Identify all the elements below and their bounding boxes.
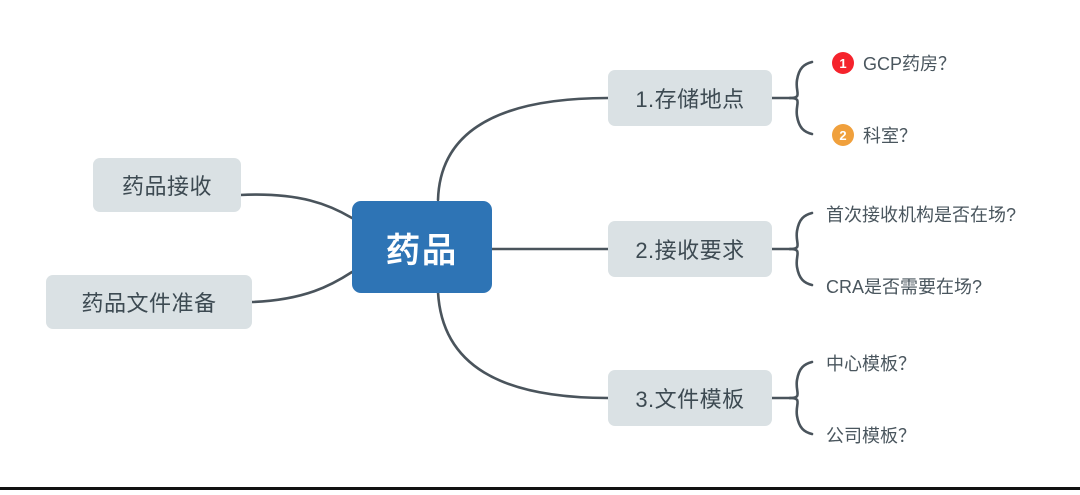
center-node-label: 药品	[386, 231, 458, 270]
leaf-label: 公司模板？	[826, 426, 916, 446]
leaf-label: 中心模板？	[826, 354, 916, 374]
bracket-up-2	[788, 211, 814, 251]
leaf-label: GCP药房？	[863, 54, 957, 74]
leaf-label: 科室？	[863, 126, 917, 146]
leaf-site-template[interactable]: 中心模板？	[826, 350, 916, 376]
link-left-receiving	[238, 193, 354, 220]
bracket-up-1	[788, 60, 814, 100]
bracket-down-1	[788, 96, 814, 136]
leaf-department[interactable]: 2 科室？	[832, 122, 917, 148]
node-label: 3.文件模板	[635, 387, 745, 412]
leaf-label: 首次接收机构是否在场?	[826, 205, 1017, 225]
node-label: 药品文件准备	[81, 291, 217, 316]
badge-number-2: 2	[832, 124, 854, 146]
bottom-divider	[0, 487, 1080, 490]
leaf-gcp-pharmacy[interactable]: 1 GCP药房？	[832, 50, 956, 76]
leaf-label: CRA是否需要在场?	[826, 277, 983, 297]
node-branch-document-templates[interactable]: 3.文件模板	[608, 370, 772, 426]
node-label: 1.存储地点	[635, 87, 745, 112]
node-branch-receiving-requirements[interactable]: 2.接收要求	[608, 221, 772, 277]
link-branch-1	[436, 96, 610, 202]
node-branch-storage-location[interactable]: 1.存储地点	[608, 70, 772, 126]
leaf-cra-presence-required[interactable]: CRA是否需要在场?	[826, 273, 982, 299]
node-drug-document-preparation[interactable]: 药品文件准备	[46, 275, 252, 329]
node-label: 药品接收	[121, 174, 212, 199]
badge-number-1: 1	[832, 52, 854, 74]
node-center-drug[interactable]: 药品	[352, 201, 492, 293]
leaf-first-receipt-institution-present[interactable]: 首次接收机构是否在场?	[826, 201, 1016, 227]
link-left-docprep	[250, 270, 354, 304]
bracket-down-3	[788, 396, 814, 436]
bracket-down-2	[788, 247, 814, 287]
node-drug-receiving[interactable]: 药品接收	[93, 158, 241, 212]
node-label: 2.接收要求	[635, 238, 745, 263]
leaf-company-template[interactable]: 公司模板？	[826, 422, 916, 448]
link-branch-3	[436, 290, 610, 400]
bracket-up-3	[788, 360, 814, 400]
